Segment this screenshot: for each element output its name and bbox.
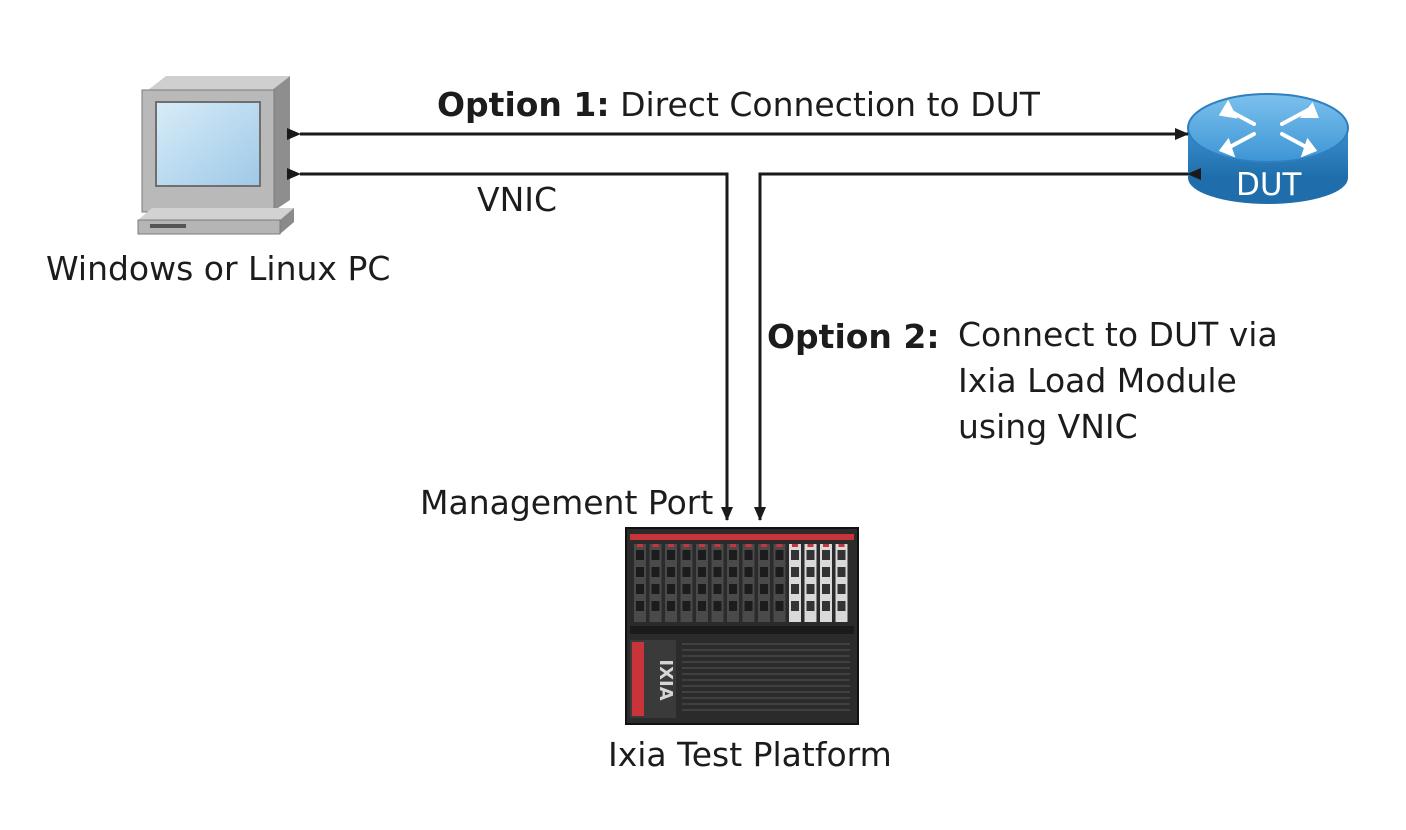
desktop-computer-icon: [137, 76, 294, 235]
chassis-led: [637, 544, 643, 547]
chassis-port: [744, 550, 753, 560]
chassis-port: [667, 601, 675, 611]
chassis-port: [775, 584, 784, 594]
chassis-port: [729, 584, 737, 594]
chassis-led: [699, 544, 705, 547]
chassis-port: [682, 601, 691, 611]
chassis-port: [651, 567, 660, 577]
chassis-port: [636, 584, 644, 594]
chassis-port: [822, 567, 830, 577]
chassis-port: [822, 601, 830, 611]
chassis-port: [744, 601, 753, 611]
chassis-led: [776, 544, 783, 547]
chassis-port: [744, 567, 753, 577]
chassis-port: [806, 567, 815, 577]
chassis-port: [760, 550, 768, 560]
chassis-led: [683, 544, 690, 547]
chassis-led: [652, 544, 659, 547]
option2-line-3: using VNIC: [958, 407, 1138, 446]
management-port-label: Management Port: [420, 483, 714, 522]
chassis-port: [760, 584, 768, 594]
router-icon: [1187, 93, 1349, 204]
chassis-port: [806, 584, 815, 594]
chassis-led: [745, 544, 752, 547]
option2-line-1: Connect to DUT via: [958, 315, 1278, 354]
test-chassis-icon: IXIA: [625, 527, 859, 725]
chassis-port: [713, 601, 722, 611]
chassis-port: [713, 550, 722, 560]
chassis-port: [822, 584, 830, 594]
chassis-port: [698, 584, 706, 594]
option2-description: Connect to DUT via Ixia Load Module usin…: [958, 312, 1278, 450]
chassis-port: [698, 550, 706, 560]
chassis-port: [729, 601, 737, 611]
chassis-led: [807, 544, 814, 547]
chassis-port: [682, 567, 691, 577]
chassis-port: [837, 550, 846, 560]
chassis-port: [837, 567, 846, 577]
chassis-port: [682, 584, 691, 594]
option2-line-2: Ixia Load Module: [958, 361, 1237, 400]
dut-label: DUT: [1236, 167, 1302, 203]
chassis-port: [791, 567, 799, 577]
pc-label: Windows or Linux PC: [46, 249, 391, 288]
chassis-port: [651, 601, 660, 611]
chassis-port: [713, 584, 722, 594]
chassis-port: [791, 584, 799, 594]
chassis-led: [761, 544, 767, 547]
chassis-led: [823, 544, 829, 547]
chassis-led: [668, 544, 674, 547]
chassis-port: [667, 550, 675, 560]
option2-connection-line: [754, 168, 1201, 521]
vnic-label: VNIC: [477, 180, 558, 219]
chassis-port: [760, 601, 768, 611]
chassis-port: [667, 584, 675, 594]
option1-text: Direct Connection to DUT: [620, 85, 1040, 124]
chassis-port: [651, 550, 660, 560]
chassis-brand-text: IXIA: [655, 659, 676, 700]
chassis-port: [636, 567, 644, 577]
chassis-port: [760, 567, 768, 577]
chassis-port: [636, 601, 644, 611]
chassis-port: [775, 550, 784, 560]
chassis-port: [744, 584, 753, 594]
chassis-port: [667, 567, 675, 577]
chassis-port: [729, 550, 737, 560]
chassis-port: [822, 550, 830, 560]
vnic-management-line: [287, 168, 733, 521]
option1-label: Option 1: Direct Connection to DUT: [437, 88, 1040, 121]
chassis-port: [791, 550, 799, 560]
option1-prefix: Option 1:: [437, 85, 610, 124]
platform-label: Ixia Test Platform: [608, 735, 892, 774]
chassis-port: [806, 550, 815, 560]
chassis-port: [775, 567, 784, 577]
chassis-port: [682, 550, 691, 560]
chassis-port: [698, 601, 706, 611]
chassis-port: [806, 601, 815, 611]
chassis-led: [838, 544, 845, 547]
chassis-port: [713, 567, 722, 577]
chassis-port: [698, 567, 706, 577]
chassis-led: [792, 544, 798, 547]
chassis-port: [837, 601, 846, 611]
chassis-port: [651, 584, 660, 594]
chassis-port: [729, 567, 737, 577]
chassis-port: [837, 584, 846, 594]
chassis-port: [636, 550, 644, 560]
chassis-led: [714, 544, 721, 547]
chassis-led: [730, 544, 736, 547]
chassis-port: [775, 601, 784, 611]
chassis-port: [791, 601, 799, 611]
option2-prefix: Option 2:: [767, 317, 940, 356]
